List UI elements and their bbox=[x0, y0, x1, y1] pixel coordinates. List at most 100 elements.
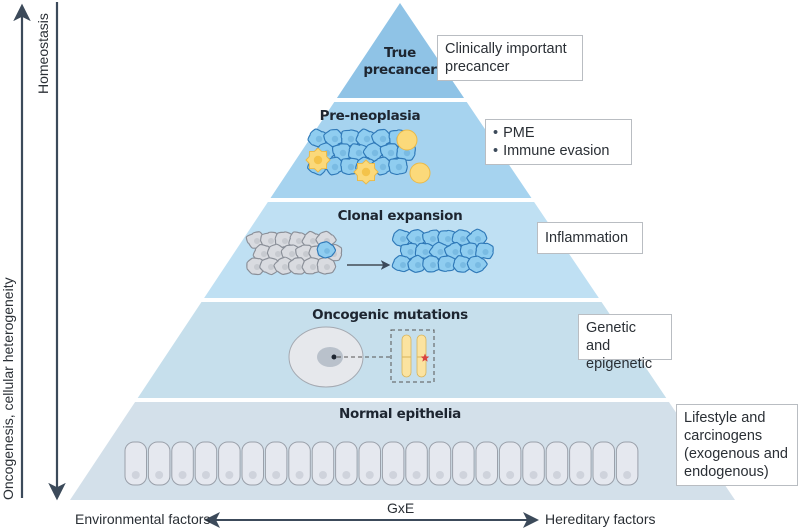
epithelial-cell bbox=[475, 441, 498, 486]
immune-cell bbox=[305, 147, 331, 173]
nucleus bbox=[414, 235, 422, 243]
nucleus bbox=[474, 235, 482, 243]
nucleus bbox=[414, 261, 422, 269]
epithelial-nucleus bbox=[552, 471, 561, 479]
epithelial-cell bbox=[147, 441, 171, 486]
nucleus bbox=[295, 263, 303, 271]
title-line: Clonal expansion bbox=[337, 208, 463, 224]
epithelial-cell bbox=[288, 441, 311, 486]
epithelial-cell bbox=[335, 441, 358, 486]
note-line: (exogenous and bbox=[684, 446, 788, 462]
expanded-clone-cluster bbox=[391, 228, 494, 274]
nucleus bbox=[331, 163, 339, 171]
epithelial-cell bbox=[522, 441, 545, 486]
nucleus bbox=[309, 237, 317, 245]
note-line: Lifestyle and bbox=[684, 410, 766, 426]
nucleus bbox=[355, 149, 363, 157]
epithelial-nucleus bbox=[365, 471, 374, 479]
epithelial-cell bbox=[498, 441, 522, 486]
nucleus bbox=[267, 263, 275, 271]
epithelial-cell bbox=[194, 441, 218, 486]
note-bullet: PME bbox=[493, 124, 624, 142]
nucleus bbox=[288, 250, 296, 258]
epithelial-nucleus bbox=[248, 471, 257, 479]
note-line: carcinogens bbox=[684, 428, 763, 444]
epithelial-nucleus bbox=[412, 471, 421, 479]
epithelial-cell bbox=[381, 441, 405, 486]
nucleus bbox=[371, 149, 379, 157]
hereditary-factors-label: Hereditary factors bbox=[545, 511, 656, 527]
title-line: Normal epithelia bbox=[339, 406, 461, 422]
nucleus bbox=[347, 163, 355, 171]
layer-title-oncogenic-mutations: Oncogenic mutations bbox=[280, 307, 500, 324]
immune-cell-round bbox=[396, 129, 418, 151]
epithelial-nucleus bbox=[482, 471, 491, 479]
nucleus bbox=[403, 149, 411, 157]
epithelial-nucleus bbox=[131, 471, 140, 479]
gene-locus-dot bbox=[331, 354, 337, 360]
immune-cell-round bbox=[409, 162, 431, 184]
cell bbox=[466, 255, 488, 274]
title-line: precancer bbox=[363, 62, 437, 78]
nucleus bbox=[395, 163, 403, 171]
note-pre-neoplasia: PME Immune evasion bbox=[485, 119, 632, 165]
homeostasis-label: Homeostasis bbox=[35, 13, 51, 94]
note-line: Clinically important bbox=[445, 41, 567, 57]
cell bbox=[407, 254, 428, 273]
nucleus bbox=[429, 261, 437, 269]
epithelial-nucleus bbox=[318, 471, 327, 479]
immune-cell bbox=[353, 159, 379, 185]
immune-cell-nucleus bbox=[313, 155, 323, 165]
nucleus bbox=[363, 135, 371, 143]
note-line: Genetic and bbox=[586, 320, 636, 354]
nucleus bbox=[302, 250, 310, 258]
epithelial-nucleus bbox=[155, 471, 164, 479]
epithelial-cell bbox=[592, 441, 615, 486]
epithelial-nucleus bbox=[506, 471, 515, 479]
epithelial-cell bbox=[428, 441, 452, 486]
epithelial-nucleus bbox=[201, 471, 210, 479]
mutation-star-icon bbox=[420, 353, 430, 362]
note-line: Inflammation bbox=[545, 230, 629, 246]
nucleus bbox=[444, 261, 452, 269]
epithelial-nucleus bbox=[272, 471, 281, 479]
layer-title-pre-neoplasia: Pre-neoplasia bbox=[300, 108, 440, 125]
nucleus bbox=[315, 135, 323, 143]
title-line: Pre-neoplasia bbox=[319, 108, 421, 124]
oncogenesis-label: Oncogenesis, cellular heterogeneity bbox=[0, 277, 16, 500]
note-bullet: Immune evasion bbox=[493, 142, 624, 160]
epithelial-cell bbox=[241, 441, 264, 486]
nucleus bbox=[253, 237, 261, 245]
layer-title-true-precancer: True precancer bbox=[350, 45, 450, 79]
epithelial-nucleus bbox=[389, 471, 398, 479]
layer-title-normal-epithelia: Normal epithelia bbox=[300, 406, 500, 423]
nucleus bbox=[459, 235, 467, 243]
nucleus bbox=[467, 248, 474, 256]
nucleus bbox=[387, 149, 395, 157]
chromosome bbox=[401, 334, 412, 378]
nucleus bbox=[339, 149, 347, 157]
note-line: precancer bbox=[445, 59, 510, 75]
gxe-label: GxE bbox=[387, 500, 415, 516]
nucleus bbox=[260, 250, 268, 258]
immune-cell-nucleus bbox=[361, 167, 371, 177]
title-line: True bbox=[384, 45, 416, 61]
epithelial-nucleus bbox=[295, 471, 304, 479]
epithelial-nucleus bbox=[576, 471, 585, 479]
epithelial-cell bbox=[405, 441, 428, 486]
epithelial-cell bbox=[615, 441, 639, 486]
epithelial-nucleus bbox=[529, 471, 538, 479]
note-normal-epithelia: Lifestyle and carcinogens (exogenous and… bbox=[676, 404, 798, 486]
nucleus bbox=[309, 263, 317, 271]
nucleus bbox=[399, 261, 407, 269]
nucleus bbox=[379, 163, 387, 171]
note-true-precancer: Clinically important precancer bbox=[437, 35, 583, 81]
epithelial-nucleus bbox=[623, 471, 632, 479]
layer-title-clonal-expansion: Clonal expansion bbox=[290, 208, 510, 225]
epithelial-nucleus bbox=[178, 471, 187, 479]
title-line: Oncogenic mutations bbox=[312, 307, 468, 323]
epithelial-cell bbox=[171, 441, 194, 486]
nucleus bbox=[281, 263, 289, 271]
nucleus bbox=[323, 263, 331, 271]
